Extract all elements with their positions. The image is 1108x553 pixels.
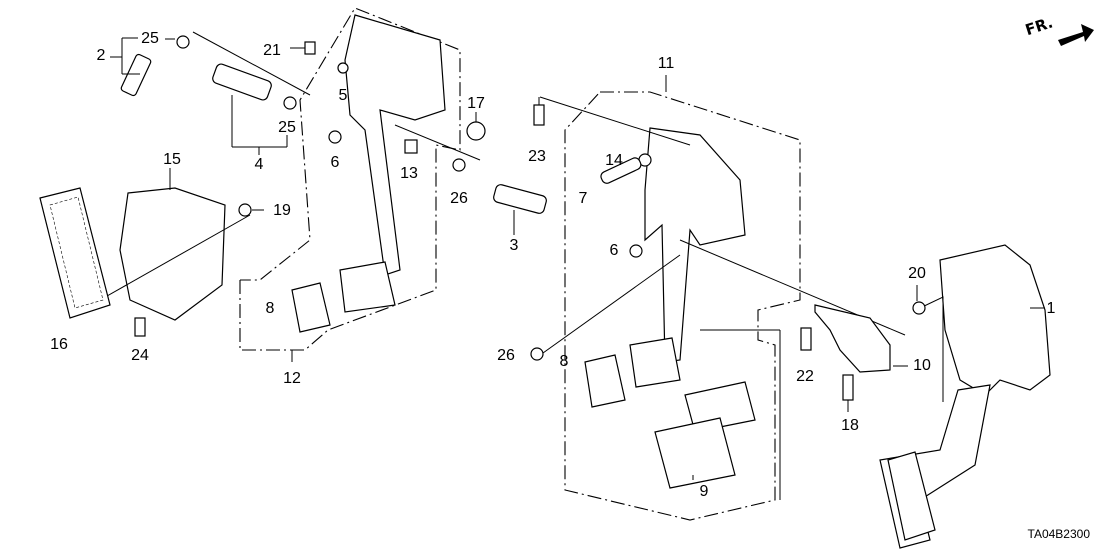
part-clutch-pedal — [584, 127, 746, 408]
part-brake-pedal — [291, 14, 446, 333]
callout-16: 16 — [50, 336, 68, 353]
part-13-bush — [404, 139, 418, 154]
callout-18: 18 — [841, 417, 859, 434]
part-3-switch — [493, 184, 547, 235]
part-10-bracket — [814, 304, 908, 373]
part-26-nut — [452, 158, 466, 172]
part-18-bolt — [842, 374, 854, 412]
part-6-cushion-b — [629, 244, 643, 258]
callout-20: 20 — [908, 265, 926, 282]
callout-6: 6 — [330, 154, 340, 171]
part-25-nut-b — [283, 96, 297, 110]
diagram-code: TA04B2300 — [1027, 527, 1091, 541]
callout-21: 21 — [263, 42, 281, 59]
part-23-bolt — [533, 97, 545, 126]
callout-14: 14 — [605, 152, 623, 169]
callout-6-b: 6 — [609, 242, 619, 259]
callout-11: 11 — [657, 55, 675, 72]
part-16-pedal-pad — [39, 187, 111, 319]
callout-8: 8 — [265, 300, 275, 317]
callout-3: 3 — [509, 237, 519, 254]
callout-15: 15 — [163, 151, 181, 168]
callout-25-b: 25 — [278, 119, 296, 136]
callout-2: 2 — [96, 47, 106, 64]
part-2-switch — [110, 37, 175, 97]
part-17-cap — [466, 112, 486, 141]
callout-26-b: 26 — [497, 347, 515, 364]
callout-12: 12 — [283, 370, 301, 387]
callout-13: 13 — [400, 165, 418, 182]
part-15-bracket — [119, 168, 226, 321]
part-21-bolt — [290, 41, 316, 55]
callout-8-b: 8 — [559, 353, 569, 370]
callout-22: 22 — [796, 368, 814, 385]
callout-7: 7 — [578, 190, 588, 207]
part-5-clip — [337, 62, 349, 74]
part-1-accelerator-pedal — [879, 244, 1051, 549]
callout-17: 17 — [467, 95, 485, 112]
part-6-cushion — [328, 130, 342, 144]
part-20-nut — [912, 285, 926, 315]
callout-10: 10 — [913, 357, 931, 374]
part-25-nut — [176, 35, 190, 49]
part-24-bolt — [134, 317, 146, 337]
front-arrow-icon — [1058, 24, 1094, 46]
callout-9: 9 — [699, 483, 709, 500]
callout-25: 25 — [141, 30, 159, 47]
callout-4: 4 — [254, 156, 264, 173]
callout-1: 1 — [1046, 300, 1056, 317]
callout-19: 19 — [273, 202, 291, 219]
part-9-pad-inset — [654, 381, 756, 489]
part-22-bolt — [800, 327, 812, 351]
part-7-spring — [600, 157, 642, 184]
part-26-nut-b — [530, 347, 544, 361]
callout-26: 26 — [450, 190, 468, 207]
part-19-nut — [238, 203, 264, 217]
part-4-switch — [212, 63, 288, 155]
callout-5: 5 — [338, 87, 348, 104]
callout-24: 24 — [131, 347, 149, 364]
callout-23: 23 — [528, 148, 546, 165]
